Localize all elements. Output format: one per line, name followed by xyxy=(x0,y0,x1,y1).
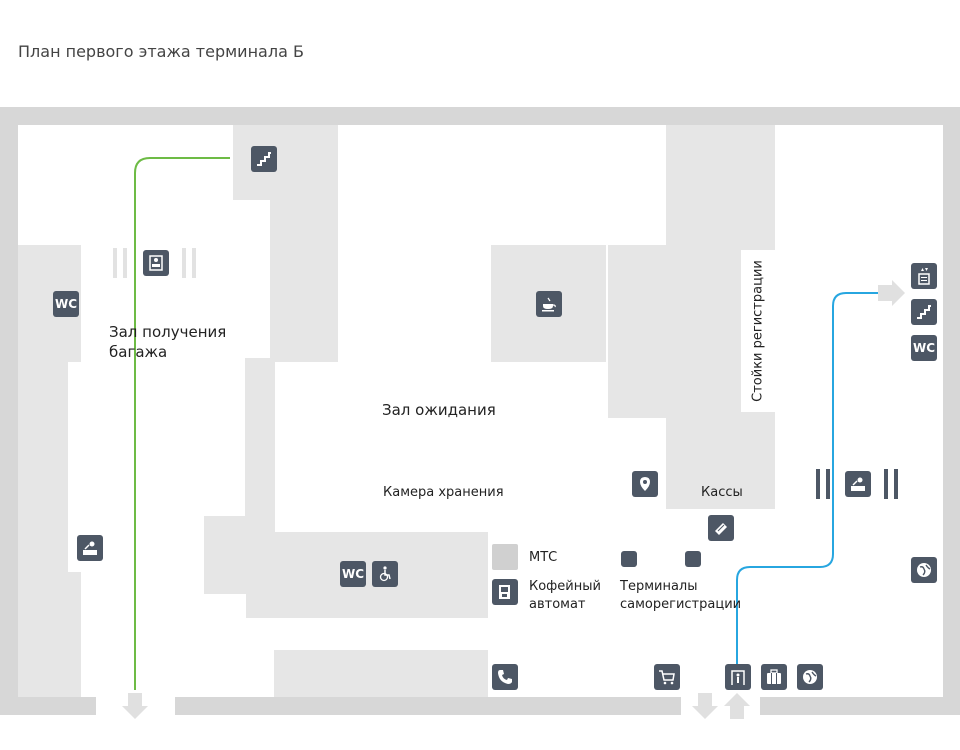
self-checkin-terminal[interactable] xyxy=(621,551,637,567)
ticket-office-label: Кассы xyxy=(701,485,743,500)
accessible-wc-icon[interactable] xyxy=(372,561,398,587)
left-bottom-block xyxy=(18,572,81,697)
ticket-icon[interactable] xyxy=(708,515,734,541)
wc-block-left-part xyxy=(204,516,246,594)
wc-icon[interactable]: WC xyxy=(53,291,79,317)
passport-control-icon[interactable] xyxy=(143,250,169,276)
stairs-icon[interactable] xyxy=(911,299,937,325)
wall-left xyxy=(0,107,18,715)
blue-route xyxy=(736,292,878,690)
gate-bar xyxy=(826,469,830,499)
wall-top xyxy=(0,107,960,125)
center-column xyxy=(245,358,275,532)
gate-bar xyxy=(192,248,196,278)
arrow-down-icon-left xyxy=(122,693,148,719)
gate-bar xyxy=(123,248,127,278)
coffee-machine-icon[interactable] xyxy=(492,579,518,605)
info-icon[interactable] xyxy=(632,471,658,497)
mts-icon[interactable] xyxy=(492,544,518,570)
page-title: План первого этажа терминала Б xyxy=(18,42,304,61)
gate-bar xyxy=(816,469,820,499)
gate-bar xyxy=(182,248,186,278)
globe-icon[interactable] xyxy=(797,664,823,690)
elevator-icon[interactable] xyxy=(911,263,937,289)
arrow-up-icon xyxy=(724,693,750,719)
luggage-storage-label: Камера хранения xyxy=(383,485,504,500)
self-checkin-terminal[interactable] xyxy=(685,551,701,567)
self-checkin-label: Терминалы саморегистрации xyxy=(620,579,742,612)
left-strip xyxy=(18,362,68,572)
mts-label: МТС xyxy=(529,550,558,565)
checkin-counters-label: Стойки регистрации xyxy=(741,250,775,412)
wall-bottom-1 xyxy=(0,697,96,715)
wc-icon[interactable]: WC xyxy=(340,561,366,587)
coffee-machine-label: Кофейный автомат xyxy=(529,579,601,612)
gate-bar xyxy=(113,248,117,278)
security-gate-icon[interactable] xyxy=(725,664,751,690)
wall-bottom-2 xyxy=(175,697,681,715)
stairs-block xyxy=(233,125,338,200)
bottom-block xyxy=(274,650,488,697)
globe-icon[interactable] xyxy=(911,557,937,583)
cafe-icon[interactable] xyxy=(536,291,562,317)
customs-icon[interactable] xyxy=(845,471,871,497)
green-route xyxy=(134,157,230,690)
column-block xyxy=(270,200,338,362)
wall-bottom-3 xyxy=(760,697,960,715)
arrow-down-icon-right xyxy=(692,693,718,719)
gate-bar xyxy=(884,469,888,499)
baggage-hall-label: Зал получения багажа xyxy=(109,323,227,361)
baggage-icon[interactable] xyxy=(761,664,787,690)
wc-block-center xyxy=(246,532,488,618)
ticket-block xyxy=(666,418,775,509)
wc-icon[interactable]: WC xyxy=(911,335,937,361)
shopping-cart-icon[interactable] xyxy=(654,664,680,690)
customs-icon[interactable] xyxy=(77,535,103,561)
wall-right xyxy=(943,107,960,715)
gate-bar xyxy=(894,469,898,499)
phone-icon[interactable] xyxy=(492,664,518,690)
arrow-right-icon xyxy=(878,280,905,306)
waiting-hall-label: Зал ожидания xyxy=(382,401,496,419)
checkin-block-top xyxy=(666,125,775,245)
stairs-icon[interactable] xyxy=(251,146,277,172)
